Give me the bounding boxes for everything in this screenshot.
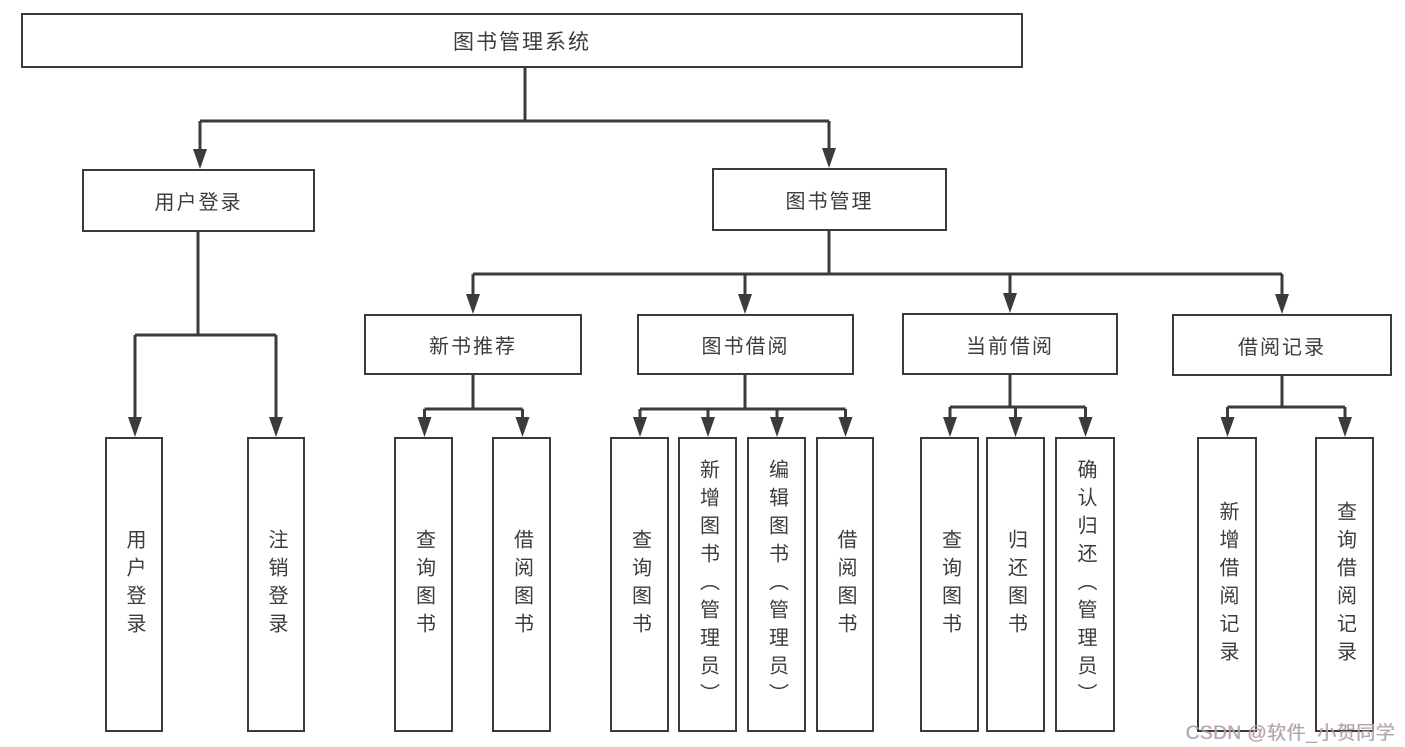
arrow-down-icon: [1078, 417, 1093, 437]
connector-current-borrow: [943, 375, 1093, 437]
leaf-return-book: 归还图书: [986, 437, 1045, 732]
leaf-query-book-current: 查询图书: [920, 437, 979, 732]
arrow-down-icon: [1008, 417, 1023, 437]
leaf-return-book-label: 归还图书: [1004, 528, 1027, 641]
arrow-down-icon: [1220, 417, 1235, 437]
connector-root: [193, 68, 836, 169]
node-current-borrow-label: 当前借阅: [966, 335, 1054, 358]
arrow-down-icon: [269, 417, 283, 437]
arrow-down-icon: [770, 417, 784, 437]
leaf-add-book-admin: 新增图书（管理员）: [678, 437, 737, 732]
leaf-user-login-label: 用户登录: [123, 528, 145, 641]
leaf-add-borrow-record: 新增借阅记录: [1197, 437, 1257, 732]
arrow-down-icon: [633, 417, 647, 437]
node-current-borrow: 当前借阅: [902, 313, 1118, 375]
node-book-management-label: 图书管理: [785, 191, 874, 213]
leaf-user-login: 用户登录: [105, 437, 163, 732]
leaf-logout-label: 注销登录: [265, 528, 287, 641]
arrow-down-icon: [943, 417, 957, 437]
arrow-down-icon: [466, 294, 480, 314]
node-user-login-label: 用户登录: [154, 192, 243, 214]
leaf-edit-book-admin-label: 编辑图书（管理员）: [765, 458, 788, 711]
arrow-down-icon: [128, 417, 142, 437]
arrow-down-icon: [1275, 294, 1289, 314]
leaf-add-book-admin-label: 新增图书（管理员）: [696, 458, 719, 711]
leaf-query-book-borrow-label: 查询图书: [628, 528, 651, 641]
node-user-login: 用户登录: [82, 169, 315, 232]
arrow-down-icon: [701, 417, 715, 437]
arrow-down-icon: [193, 149, 207, 169]
leaf-query-book-recommend: 查询图书: [394, 437, 453, 732]
leaf-logout: 注销登录: [247, 437, 305, 732]
leaf-query-book-borrow: 查询图书: [610, 437, 669, 732]
leaf-add-borrow-record-label: 新增借阅记录: [1216, 500, 1238, 669]
node-book-borrow: 图书借阅: [637, 314, 854, 375]
arrow-down-icon: [515, 417, 530, 437]
node-book-management: 图书管理: [712, 168, 947, 231]
connector-new-book-recommend: [417, 375, 530, 437]
leaf-confirm-return-admin-label: 确认归还（管理员）: [1074, 458, 1096, 711]
leaf-borrow-book: 借阅图书: [816, 437, 874, 732]
arrow-down-icon: [738, 294, 752, 314]
node-borrow-record: 借阅记录: [1172, 314, 1392, 376]
leaf-query-borrow-record-label: 查询借阅记录: [1333, 500, 1356, 669]
leaf-borrow-book-recommend: 借阅图书: [492, 437, 551, 732]
arrow-down-icon: [822, 148, 836, 168]
arrow-down-icon: [417, 417, 432, 437]
node-book-borrow-label: 图书借阅: [701, 336, 790, 358]
leaf-query-book-current-label: 查询图书: [938, 528, 961, 641]
csdn-watermark: CSDN @软件_小贺同学: [1186, 723, 1396, 744]
leaf-borrow-book-label: 借阅图书: [834, 528, 856, 641]
arrow-down-icon: [838, 417, 853, 437]
leaf-confirm-return-admin: 确认归还（管理员）: [1055, 437, 1115, 732]
connector-book-management: [466, 231, 1289, 314]
leaf-query-book-recommend-label: 查询图书: [412, 528, 435, 641]
node-new-book-recommend: 新书推荐: [364, 314, 582, 375]
connector-user-login: [128, 232, 283, 437]
node-root-label: 图书管理系统: [453, 30, 591, 54]
leaf-borrow-book-recommend-label: 借阅图书: [510, 528, 533, 641]
connector-book-borrow: [633, 375, 853, 437]
arrow-down-icon: [1338, 417, 1352, 437]
leaf-edit-book-admin: 编辑图书（管理员）: [747, 437, 806, 732]
leaf-query-borrow-record: 查询借阅记录: [1315, 437, 1374, 732]
node-borrow-record-label: 借阅记录: [1238, 336, 1326, 359]
arrow-down-icon: [1003, 293, 1017, 313]
connector-borrow-record: [1220, 376, 1352, 437]
node-new-book-recommend-label: 新书推荐: [429, 336, 517, 358]
node-root: 图书管理系统: [21, 13, 1023, 68]
